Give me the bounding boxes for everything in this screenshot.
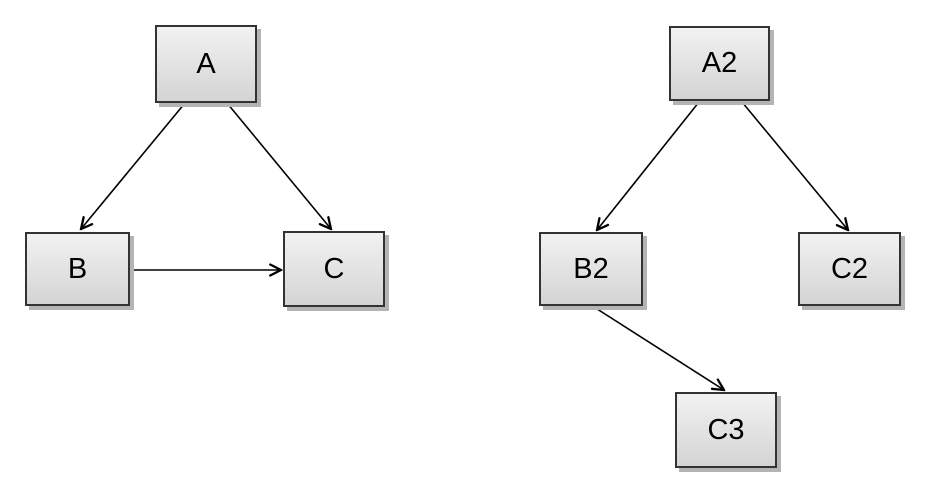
node-A2[interactable]: A2 [669, 26, 770, 101]
edge-A-B [81, 102, 186, 229]
node-C-label: C [323, 252, 345, 285]
edge-A-C [226, 102, 331, 229]
edge-A2-C2 [741, 101, 848, 230]
node-A2-label: A2 [701, 47, 738, 79]
node-B2-label: B2 [573, 252, 609, 285]
node-B-label: B [67, 252, 88, 285]
node-C2-label: C2 [830, 252, 869, 285]
node-C[interactable]: C [283, 231, 385, 307]
node-C3-label: C3 [707, 413, 745, 446]
node-C2[interactable]: C2 [798, 232, 901, 306]
edge-A2-B2 [597, 101, 700, 230]
node-B[interactable]: B [25, 232, 130, 306]
node-C3[interactable]: C3 [675, 392, 777, 468]
node-A-label: A [196, 47, 216, 80]
node-B2[interactable]: B2 [539, 232, 643, 306]
edge-B2-C3 [593, 306, 724, 390]
node-A[interactable]: A [155, 25, 257, 103]
